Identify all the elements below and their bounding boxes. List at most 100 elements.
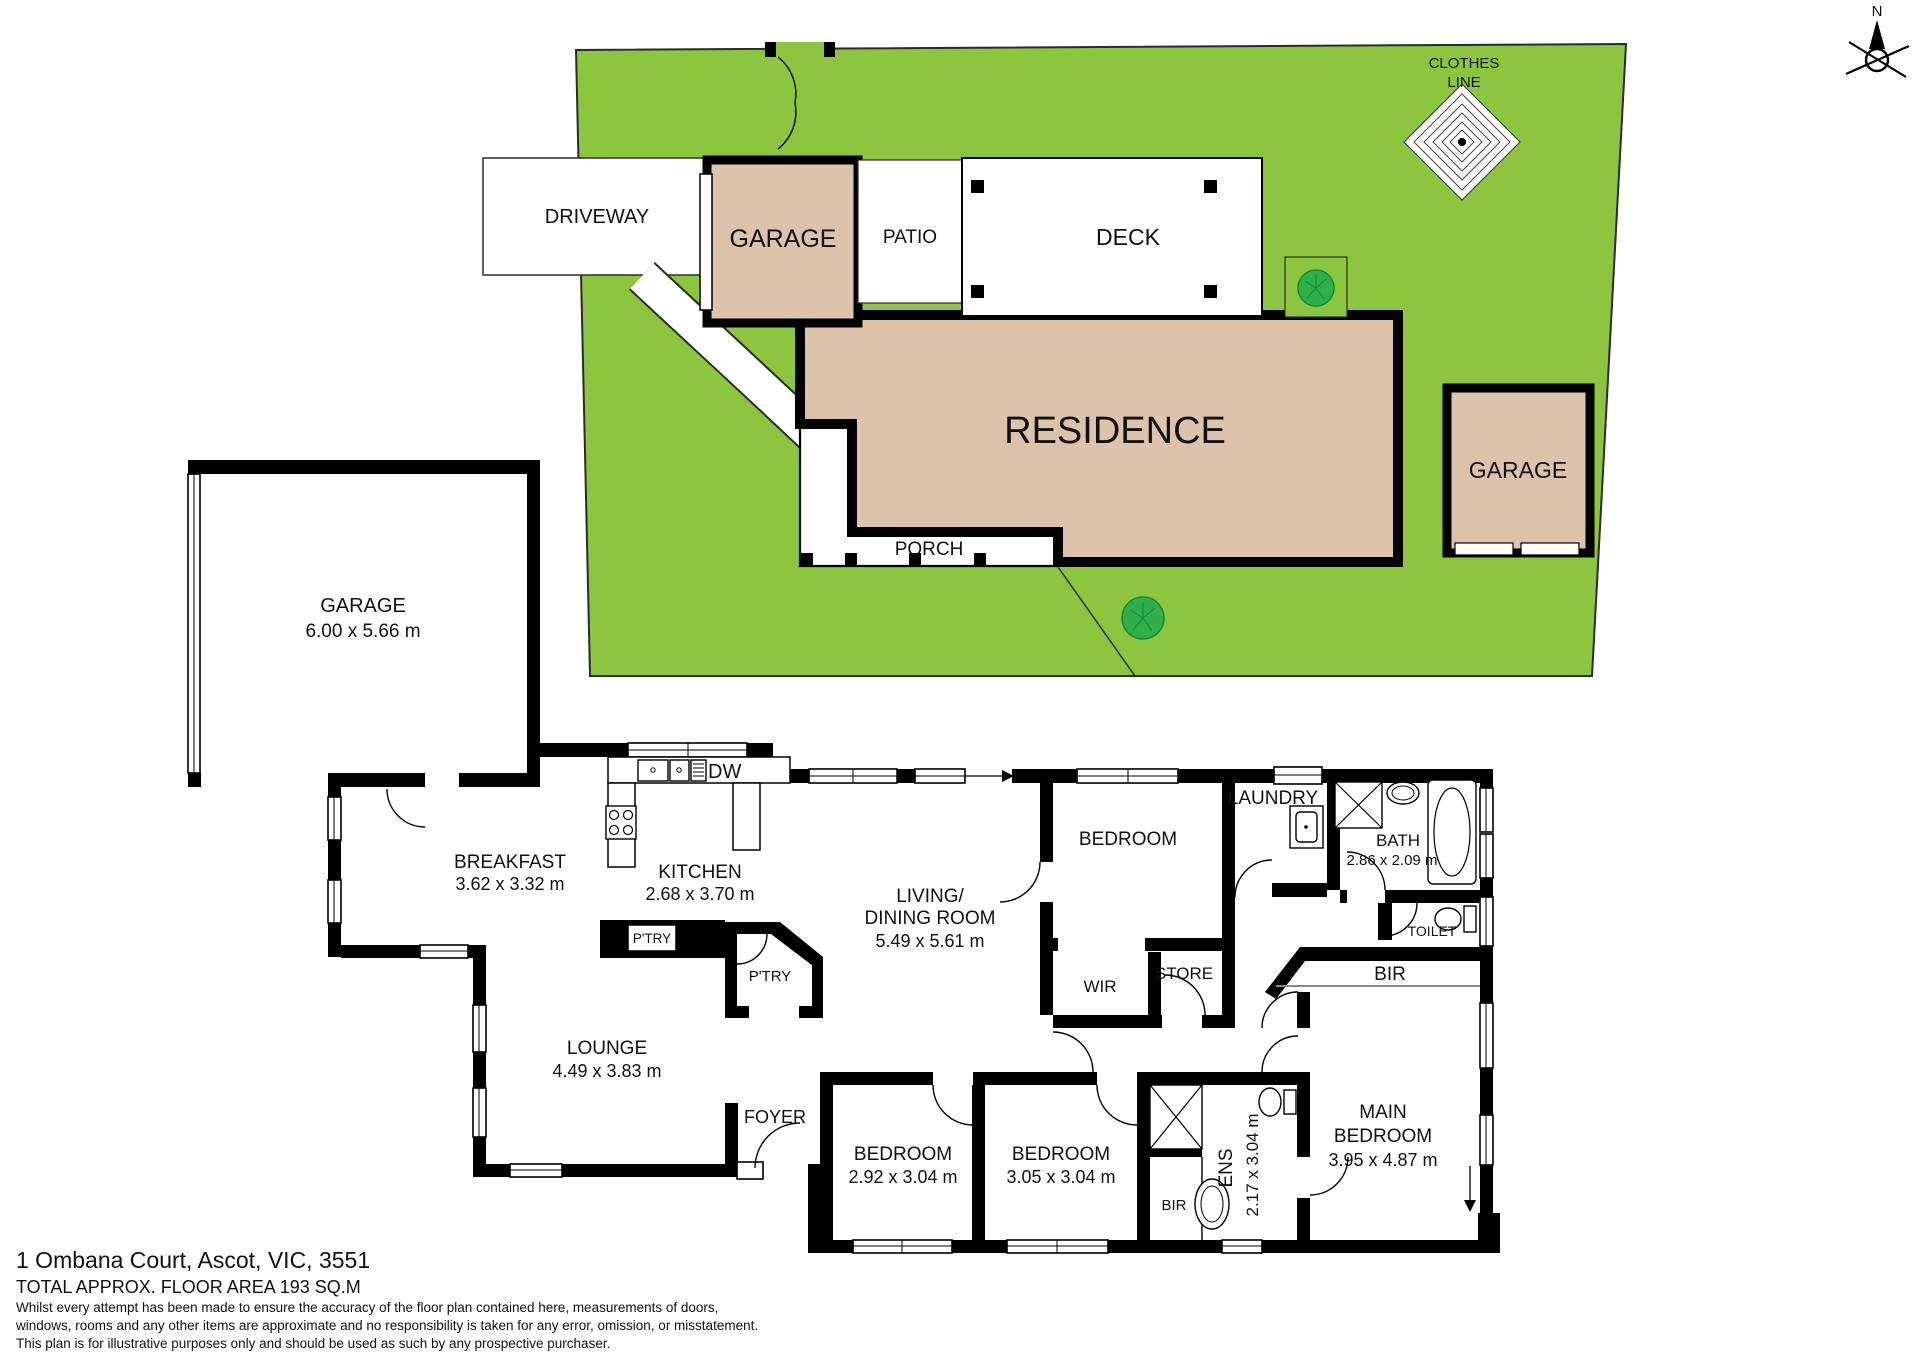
- lot-boundary-line: [1057, 566, 1136, 677]
- floor-area-text: TOTAL APPROX. FLOOR AREA 193 SQ.M: [16, 1277, 361, 1297]
- bath-fixtures: [1334, 779, 1477, 885]
- door-arc: [1096, 1084, 1138, 1126]
- site-garage-top: [699, 155, 863, 328]
- lounge-label: LOUNGE: [567, 1038, 647, 1059]
- garage-top-label: GARAGE: [730, 225, 837, 253]
- residence-label: RESIDENCE: [1004, 410, 1226, 452]
- tree: [1284, 256, 1348, 318]
- window: [1479, 833, 1494, 879]
- bir-main-label: BIR: [1374, 964, 1406, 985]
- sink: [637, 759, 690, 782]
- address-text: 1 Ombana Court, Ascot, VIC, 3551: [16, 1247, 370, 1273]
- dishwasher-icon: [690, 759, 707, 782]
- site-garage-right: [1442, 383, 1595, 558]
- site-plan: DRIVEWAY GARAGE PATIO DECK RESIDENCE POR…: [482, 3, 1910, 677]
- bedroom3-label: BEDROOM: [854, 1144, 952, 1165]
- bath-label: BATH: [1376, 831, 1420, 850]
- bedroom-top-label: BEDROOM: [1079, 829, 1177, 850]
- deck-label: DECK: [1096, 224, 1161, 250]
- clothes-line: [1403, 83, 1521, 201]
- deck: [961, 157, 1263, 317]
- deck-post: [1204, 180, 1217, 193]
- toilet-fixture: [1258, 1087, 1297, 1117]
- garage-door: [1454, 542, 1514, 556]
- window: [1479, 787, 1494, 833]
- bir-ens-label: BIR: [1161, 1197, 1186, 1214]
- breakfast-label: BREAKFAST: [454, 852, 566, 873]
- door-arcs: [386, 788, 1418, 1196]
- breakfast-dims: 3.62 x 3.32 m: [455, 874, 564, 894]
- toilet-label: TOILET: [1408, 923, 1457, 939]
- laundry-trough: [1289, 805, 1324, 849]
- bedroom3-dims: 2.92 x 3.04 m: [848, 1167, 957, 1187]
- door-arc: [1052, 1031, 1094, 1073]
- shower: [1334, 781, 1383, 829]
- pantry-a-label: P'TRY: [633, 931, 671, 946]
- door-arc: [1261, 1035, 1299, 1073]
- pantry-label-box: [627, 924, 677, 952]
- main-bedroom-label-2: BEDROOM: [1334, 1126, 1432, 1147]
- driveway-area: [482, 157, 711, 276]
- window: [852, 1239, 953, 1254]
- living-label-1: LIVING/: [896, 886, 964, 907]
- door-arc: [386, 788, 426, 828]
- ens-dims: 2.17 x 3.04 m: [1243, 1113, 1262, 1216]
- deck-post: [1204, 285, 1217, 298]
- door-arc: [932, 1084, 974, 1126]
- lounge-dims: 4.49 x 3.83 m: [552, 1061, 661, 1081]
- main-bedroom-label-1: MAIN: [1359, 1102, 1407, 1123]
- window: [327, 796, 342, 841]
- window: [509, 1163, 563, 1178]
- door-jamb: [1273, 766, 1323, 785]
- stove: [605, 805, 637, 840]
- main-bedroom-dims: 3.95 x 4.87 m: [1328, 1150, 1437, 1170]
- disclaimer-line-2: windows, rooms and any other items are a…: [15, 1318, 758, 1333]
- porch-post: [909, 553, 921, 565]
- garage-dims: 6.00 x 5.66 m: [305, 621, 420, 642]
- kitchen-dims: 2.68 x 3.70 m: [645, 884, 754, 904]
- window: [1479, 896, 1494, 947]
- garage-door: [187, 473, 201, 774]
- toilet-fixture: [1434, 905, 1477, 933]
- porch-label: PORCH: [895, 539, 964, 560]
- deck-post: [971, 180, 984, 193]
- garage-door: [1520, 542, 1580, 556]
- ens-fixtures: [1149, 1084, 1297, 1230]
- window: [419, 944, 469, 959]
- room-labels: GARAGE 6.00 x 5.66 m BREAKFAST 3.62 x 3.…: [305, 595, 1456, 1217]
- window: [1006, 1239, 1109, 1254]
- window: [472, 1004, 487, 1053]
- store-label: STORE: [1155, 964, 1213, 983]
- door-arc: [1384, 902, 1418, 937]
- tree: [1121, 596, 1165, 640]
- dishwasher-label: DW: [708, 761, 741, 783]
- foyer-label: FOYER: [744, 1107, 806, 1127]
- window: [327, 879, 342, 924]
- garage-label: GARAGE: [320, 595, 406, 617]
- door-arc: [736, 933, 768, 965]
- driveway-label: DRIVEWAY: [545, 206, 649, 228]
- window: [1221, 1239, 1263, 1254]
- deck-post: [971, 285, 984, 298]
- window: [1479, 1002, 1494, 1069]
- door-arc: [999, 861, 1041, 903]
- basin: [1386, 781, 1420, 805]
- shower: [1149, 1084, 1203, 1150]
- bedroom2-label: BEDROOM: [1012, 1144, 1110, 1165]
- door-arc: [1261, 991, 1299, 1029]
- living-dims: 5.49 x 5.61 m: [875, 931, 984, 951]
- living-label-2: DINING ROOM: [865, 908, 996, 929]
- porch-post: [974, 553, 986, 565]
- kitchen-label: KITCHEN: [658, 862, 741, 883]
- basin: [1194, 1178, 1230, 1230]
- patio-label: PATIO: [883, 227, 937, 248]
- patio-area: [857, 159, 963, 304]
- pantry-b-label: P'TRY: [749, 968, 792, 985]
- ens-label: ENS: [1216, 1148, 1237, 1187]
- clothes-line-label-2: LINE: [1447, 74, 1480, 91]
- bathtub: [1427, 779, 1477, 885]
- window: [1076, 768, 1179, 784]
- disclaimer-line-3: This plan is for illustrative purposes o…: [16, 1336, 610, 1351]
- clothes-line-label-1: CLOTHES: [1429, 55, 1500, 72]
